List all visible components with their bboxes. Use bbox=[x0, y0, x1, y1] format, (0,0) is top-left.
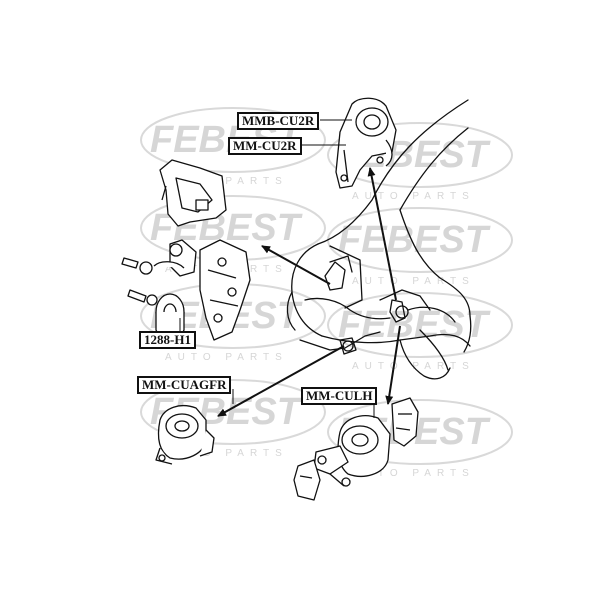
arrow-to-mm-culh bbox=[385, 325, 401, 405]
arrow-to-mm-cu2r bbox=[367, 167, 397, 301]
watermark-subtitle: AUTO PARTS bbox=[352, 361, 475, 372]
label-1288-h1: 1288-H1 bbox=[139, 331, 196, 349]
mount-mm-cuagfr-drawing bbox=[155, 405, 215, 465]
arrow-to-mm-cuagfr bbox=[217, 345, 345, 417]
label-mmb-cu2r: MMB-CU2R bbox=[237, 112, 320, 130]
watermark-subtitle: AUTO PARTS bbox=[352, 276, 475, 287]
mount-mm-culh-drawing bbox=[293, 397, 419, 501]
watermark-subtitle: AUTO PARTS bbox=[352, 468, 475, 479]
watermark-subtitle: AUTO PARTS bbox=[165, 176, 288, 187]
label-mm-cu2r: MM-CU2R bbox=[228, 137, 302, 155]
watermark-subtitle: AUTO PARTS bbox=[165, 448, 288, 459]
watermark-brand: FEBEST bbox=[338, 219, 491, 261]
watermark-mid-right: FEBEST AUTO PARTS bbox=[327, 207, 513, 287]
leader-lines bbox=[179, 119, 375, 418]
callout-arrows bbox=[217, 167, 401, 417]
mount-mm-cu2r-drawing bbox=[335, 97, 397, 189]
label-mm-culh: MM-CULH bbox=[301, 387, 378, 405]
watermark-brand: FEBEST bbox=[338, 304, 491, 346]
watermark-center-right: FEBEST AUTO PARTS bbox=[327, 292, 513, 372]
bracket-assembly-drawing bbox=[121, 159, 251, 341]
watermark-subtitle: AUTO PARTS bbox=[352, 191, 475, 202]
watermark-subtitle: AUTO PARTS bbox=[165, 352, 288, 363]
label-mm-cuagfr: MM-CUAGFR bbox=[137, 376, 232, 394]
arrow-to-bracket bbox=[261, 245, 331, 285]
